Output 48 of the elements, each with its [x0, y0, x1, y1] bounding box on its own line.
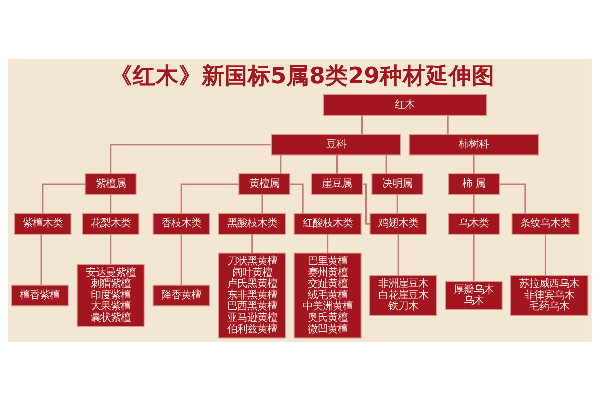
connector: [262, 194, 264, 214]
node-box: 紫檀木类: [14, 212, 72, 234]
node-box: 柿 属: [448, 173, 500, 195]
node-box: 红木: [323, 94, 488, 116]
node-box: 决明属: [372, 173, 424, 195]
node-box: 黄檀属: [238, 173, 291, 195]
node-box: 鸡翅木类: [370, 212, 428, 234]
node-box: 柿树科: [408, 134, 540, 156]
connector: [500, 183, 526, 214]
connector: [327, 234, 329, 253]
connector: [40, 234, 42, 285]
connector: [473, 154, 475, 174]
node-box: 花梨木类: [82, 212, 140, 234]
connector: [180, 234, 182, 285]
connector: [290, 183, 304, 214]
connector: [396, 194, 398, 214]
connector: [110, 144, 272, 174]
connector: [473, 234, 475, 281]
connector: [180, 183, 239, 214]
node-box: 檀香紫檀: [11, 284, 69, 306]
connector: [42, 183, 86, 214]
diagram-title: 《红木》新国标5属8类29种材延伸图: [110, 63, 495, 90]
connector: [336, 154, 338, 174]
connector: [447, 115, 449, 134]
node-box: 香枝木类: [152, 212, 210, 234]
node-box: 苏拉威西乌木 菲律宾乌木 毛药乌木: [510, 275, 589, 316]
node-box: 豆科: [271, 134, 402, 156]
connector: [110, 234, 112, 264]
connector: [362, 115, 364, 134]
node-box: 刀状黑黄檀 阔叶黄檀 卢氏黑黄檀 东非黑黄檀 巴西黑黄檀 亚马逊黄檀 伯利兹黄檀: [218, 252, 286, 338]
node-box: 崖豆属: [311, 173, 364, 195]
connector: [386, 154, 388, 174]
connector: [280, 154, 282, 174]
node-box: 紫檀属: [84, 173, 137, 195]
node-box: 安达曼紫檀 刺猬紫檀 印度紫檀 大果紫檀 囊状紫檀: [76, 264, 145, 327]
node-box: 红酸枝木类: [294, 212, 362, 234]
connector: [252, 234, 254, 253]
node-box: 黑酸枝木类: [218, 212, 286, 234]
node-box: 乌木类: [448, 212, 500, 234]
node-box: 巴里黄檀 赛州黄檀 交趾黄檀 绒毛黄檀 中美洲黄檀 奥氏黄檀 微凹黄檀: [294, 252, 362, 338]
node-box: 非洲崖豆木 白花崖豆木 铁刀木: [369, 275, 438, 316]
connector: [473, 194, 475, 214]
connector: [110, 194, 112, 214]
connector: [544, 234, 546, 276]
node-box: 条纹乌木类: [512, 212, 580, 234]
connector: [398, 234, 400, 276]
node-box: 厚瓣乌木 乌木: [445, 280, 503, 310]
node-box: 降香黄檀: [152, 284, 210, 306]
